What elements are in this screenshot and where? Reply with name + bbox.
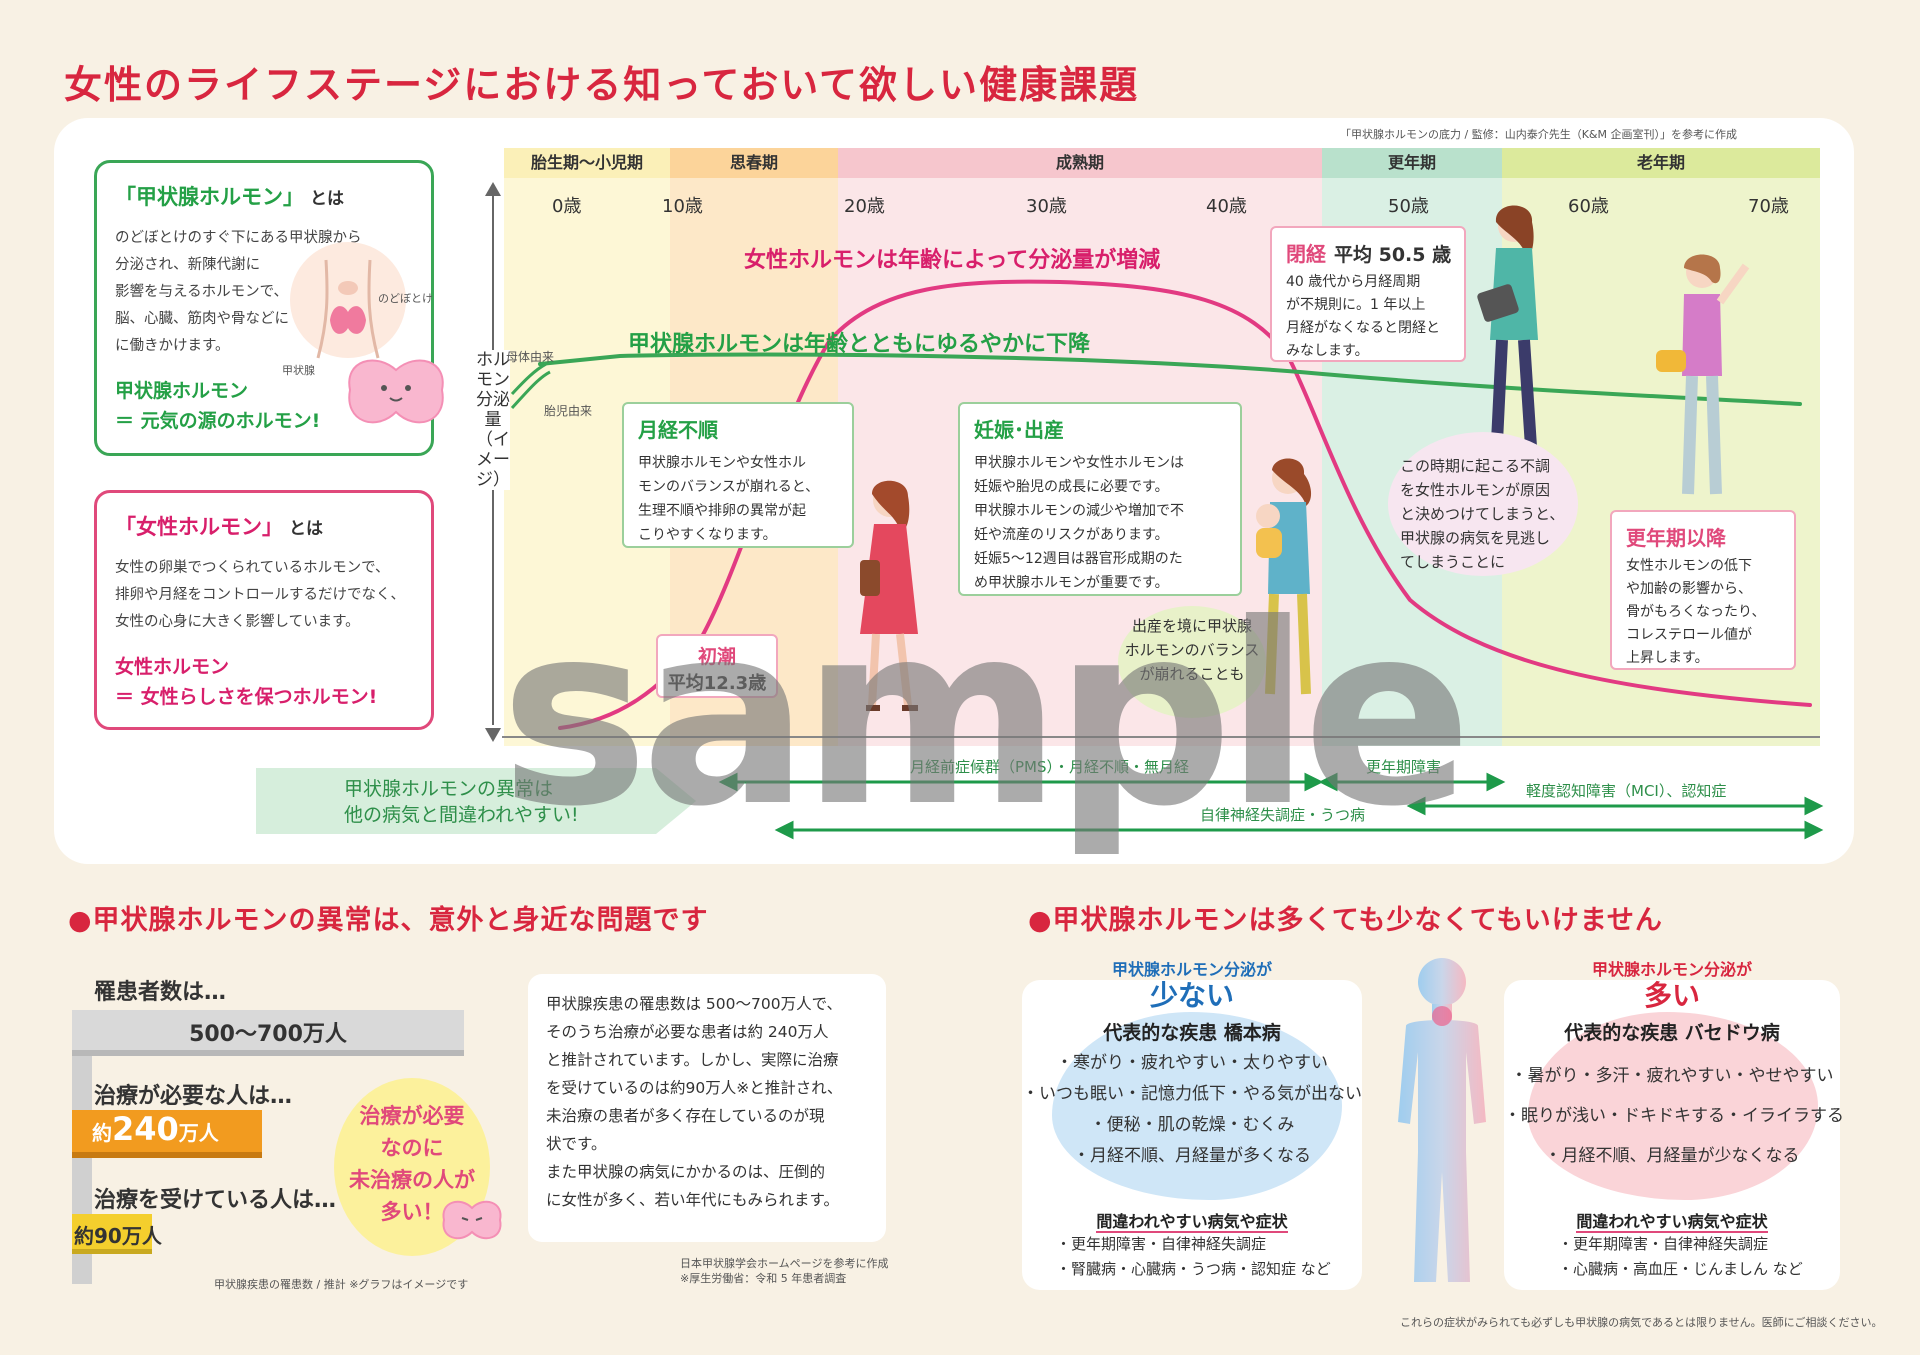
high-symptoms: ・暑がり・多汗・疲れやすい・やせやすい ・眠りが浅い・ドキドキする・イライラする… <box>1504 1066 1844 1166</box>
body-figure <box>1398 958 1486 1282</box>
info-source: 日本甲状腺学会ホームページを参考に作成 ※厚生労働省：令和 5 年患者調査 <box>680 1257 889 1285</box>
thyroid-mascot-icon <box>348 359 444 424</box>
thyroid-def-text: のどぼとけのすぐ下にある甲状腺から 分泌され、新陳代謝に 影響を与えるホルモンで… <box>115 230 362 354</box>
low-disease: 代表的な疾患 橋本病 <box>1103 1022 1281 1044</box>
menarche-box: 初潮 平均12.3歳 <box>656 634 778 698</box>
age-label: 30歳 <box>1026 196 1067 217</box>
menopause-box: 閉経平均 50.5 歳 40 歳代から月経周期 が不規則に。1 年以上 月経がな… <box>1270 226 1466 362</box>
crying-mascot-icon <box>442 1200 502 1240</box>
sample-watermark: sample <box>500 570 1472 861</box>
high-pre: 甲状腺ホルモン分泌が <box>1591 960 1752 979</box>
irregular-menstruation-box: 月経不順 甲状腺ホルモンや女性ホル モンのバランスが崩れると、 生理不順や排卵の… <box>622 402 854 548</box>
low-symptoms: ・寒がり・疲れやすい・太りやすい ・いつも眠い・記憶力低下・やる気が出ない ・便… <box>1022 1053 1362 1166</box>
low-pre: 甲状腺ホルモン分泌が <box>1111 960 1272 979</box>
bar-total-value: 500〜700万人 <box>189 1022 347 1047</box>
postpartum-note: 出産を境に甲状腺 ホルモンのバランス が崩れることも <box>1124 617 1260 683</box>
high-mis-list: ・更年期障害・自律神経失調症 ・心臓病・高血圧・じんましん など <box>1558 1235 1803 1278</box>
bar-need-value: 約240万人 <box>92 1110 219 1148</box>
confusable-text: 甲状腺ホルモンの異常は 他の病気と間違われやすい! <box>344 778 579 826</box>
female-def-text: 女性の卵巣でつくられているホルモンで、 排卵や月経をコントロールするだけでなく、… <box>115 560 405 630</box>
pregnancy-box: 妊娠･出産 甲状腺ホルモンや女性ホルモンは 妊娠や胎児の成長に必要です。 甲状腺… <box>958 402 1242 596</box>
mother-baby-illustration <box>1256 458 1312 695</box>
confusable-banner <box>256 768 656 834</box>
label-maternal: 母体由来 <box>506 350 555 364</box>
age-label: 50歳 <box>1388 196 1429 217</box>
stage-band-old: 老年期 <box>1502 148 1820 178</box>
low-blob <box>1052 1012 1342 1200</box>
age-label: 20歳 <box>844 196 885 217</box>
post-menopause-box: 更年期以降 女性ホルモンの低下 や加齢の影響から、 骨がもろくなったり、 コレス… <box>1610 510 1796 670</box>
axis-arrows <box>485 182 501 742</box>
high-big: 多い <box>1643 979 1700 1012</box>
age-label: 10歳 <box>662 196 703 217</box>
disease-label-autonomic: 自律神経失調症・うつ病 <box>1200 806 1366 824</box>
high-disease: 代表的な疾患 バセドウ病 <box>1564 1022 1780 1044</box>
maternal-curve <box>510 362 547 396</box>
female-hormone-curve <box>558 279 1812 730</box>
axis-label: ホルモン分泌量（イメージ） <box>476 350 510 490</box>
throat-illustration <box>290 242 406 359</box>
disease-label-climacteric: 更年期障害 <box>1366 758 1442 776</box>
section2-title: ●甲状腺ホルモンは多くても少なくてもいけません <box>1028 905 1663 936</box>
female-def-head: 「女性ホルモン」とは <box>115 515 323 539</box>
high-mis-head: 間違われやすい病気や症状 <box>1576 1212 1768 1233</box>
disease-label-mci: 軽度認知障害（MCI）、認知症 <box>1526 782 1727 800</box>
label-fetal: 胎児由来 <box>544 404 593 418</box>
menopause-note: この時期に起こる不調 を女性ホルモンが原因 と決めつけてしまうと、 甲状腺の病気… <box>1400 457 1565 571</box>
age-label: 0歳 <box>552 196 582 217</box>
menopause-note-blob <box>1388 432 1578 576</box>
stage-band-puberty: 思春期 <box>670 148 838 178</box>
footer-note: これらの症状がみられても必ずしも甲状腺の病気であるとは限りません。医師にご相談く… <box>1400 1316 1883 1329</box>
age-label: 70歳 <box>1748 196 1789 217</box>
woman-senior-illustration <box>1656 254 1750 495</box>
thyroid-def-emphasis: 甲状腺ホルモン ＝ 元気の源のホルモン! <box>115 380 321 432</box>
female-curve-title: 女性ホルモンは年齢によって分泌量が増減 <box>744 248 1161 273</box>
thyroid-curve-title: 甲状腺ホルモンは年齢とともにゆるやかに下降 <box>628 332 1091 357</box>
bar-need-treatment <box>72 1110 262 1158</box>
bar-treated-value: 約90万人 <box>74 1224 162 1248</box>
stage-band-menopause: 更年期 <box>1322 148 1502 178</box>
stage-band-child: 胎生期〜小児期 <box>504 148 670 178</box>
patients-label-1: 罹患者数は… <box>94 980 227 1005</box>
source-note: 「甲状腺ホルモンの底力 / 監修：山内泰介先生（K&M 企画室刊）」を参考に作成 <box>1340 128 1737 141</box>
bar-treated <box>72 1214 152 1254</box>
female-def-emphasis: 女性ホルモン ＝ 女性らしさを保つホルモン! <box>115 656 378 708</box>
female-definition-box: 「女性ホルモン」とは 女性の卵巣でつくられているホルモンで、 排卵や月経をコント… <box>94 490 434 730</box>
chart-note: 甲状腺疾患の罹患数 / 推計 ※グラフはイメージです <box>214 1278 469 1291</box>
low-big: 少ない <box>1149 979 1234 1012</box>
patients-label-3: 治療を受けている人は… <box>94 1188 337 1213</box>
low-mis-head: 間違われやすい病気や症状 <box>1096 1212 1288 1233</box>
patients-label-2: 治療が必要な人は… <box>94 1084 293 1109</box>
thyroid-def-head: 「甲状腺ホルモン」とは <box>115 185 344 209</box>
chart-baseline <box>502 736 1820 738</box>
thyroid-hormone-curve <box>538 352 1802 406</box>
page-title: 女性のライフステージにおける知っておいて欲しい健康課題 <box>64 63 1140 107</box>
postpartum-blob <box>1118 606 1266 718</box>
fetal-curve <box>510 370 551 410</box>
age-label: 60歳 <box>1568 196 1609 217</box>
low-mis-list: ・更年期障害・自律神経失調症 ・腎臓病・心臓病・うつ病・認知症 など <box>1056 1235 1331 1278</box>
label-koujousen: 甲状腺 <box>282 364 315 377</box>
confusable-banner-arrow <box>656 768 696 834</box>
disease-label-pms: 月経前症候群（PMS）・月経不順・無月経 <box>910 758 1190 776</box>
woman-walking-illustration <box>860 480 918 711</box>
stage-band-mature: 成熟期 <box>838 148 1322 178</box>
untreated-text: 治療が必要 なのに 未治療の人が 多い！ <box>349 1104 475 1224</box>
bar-total <box>72 1010 464 1056</box>
section1-title: ●甲状腺ホルモンの異常は、意外と身近な問題です <box>68 905 709 936</box>
info-card: 甲状腺疾患の罹患数は 500〜700万人で、 そのうち治療が必要な患者は約 24… <box>528 974 886 1242</box>
label-nodobotoke: のどぼとけ <box>378 292 433 305</box>
high-blob <box>1528 1012 1818 1200</box>
age-label: 40歳 <box>1206 196 1247 217</box>
